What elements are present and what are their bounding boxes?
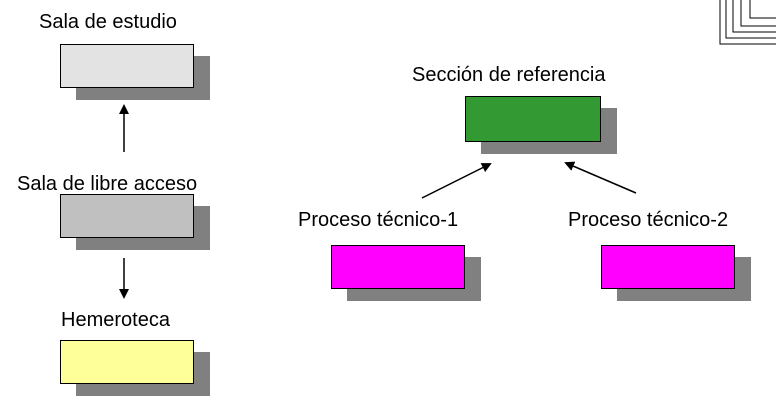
seccion-referencia-label: Sección de referencia bbox=[412, 64, 606, 86]
sala-estudio-label: Sala de estudio bbox=[39, 11, 177, 33]
seccion-referencia-node bbox=[465, 96, 617, 154]
arrow-proceso2-to-referencia bbox=[564, 161, 637, 194]
arrow-proceso1-to-referencia bbox=[421, 163, 492, 199]
hemeroteca-box bbox=[60, 340, 194, 384]
proceso-2-label: Proceso técnico-2 bbox=[568, 209, 729, 231]
seccion-referencia-box bbox=[465, 96, 601, 142]
sala-libre-label: Sala de libre acceso bbox=[17, 173, 198, 195]
sala-libre-node bbox=[60, 194, 210, 250]
sala-estudio-box bbox=[60, 44, 194, 88]
stacked-documents-icon bbox=[719, 0, 776, 45]
proceso-2-box bbox=[601, 245, 735, 289]
sala-estudio-node bbox=[60, 44, 210, 100]
proceso-1-label: Proceso técnico-1 bbox=[298, 209, 459, 231]
proceso-1-node bbox=[331, 245, 481, 301]
proceso-1-box bbox=[331, 245, 465, 289]
sala-libre-box bbox=[60, 194, 194, 238]
proceso-2-node bbox=[601, 245, 751, 301]
hemeroteca-label: Hemeroteca bbox=[61, 309, 170, 331]
hemeroteca-node bbox=[60, 340, 210, 396]
